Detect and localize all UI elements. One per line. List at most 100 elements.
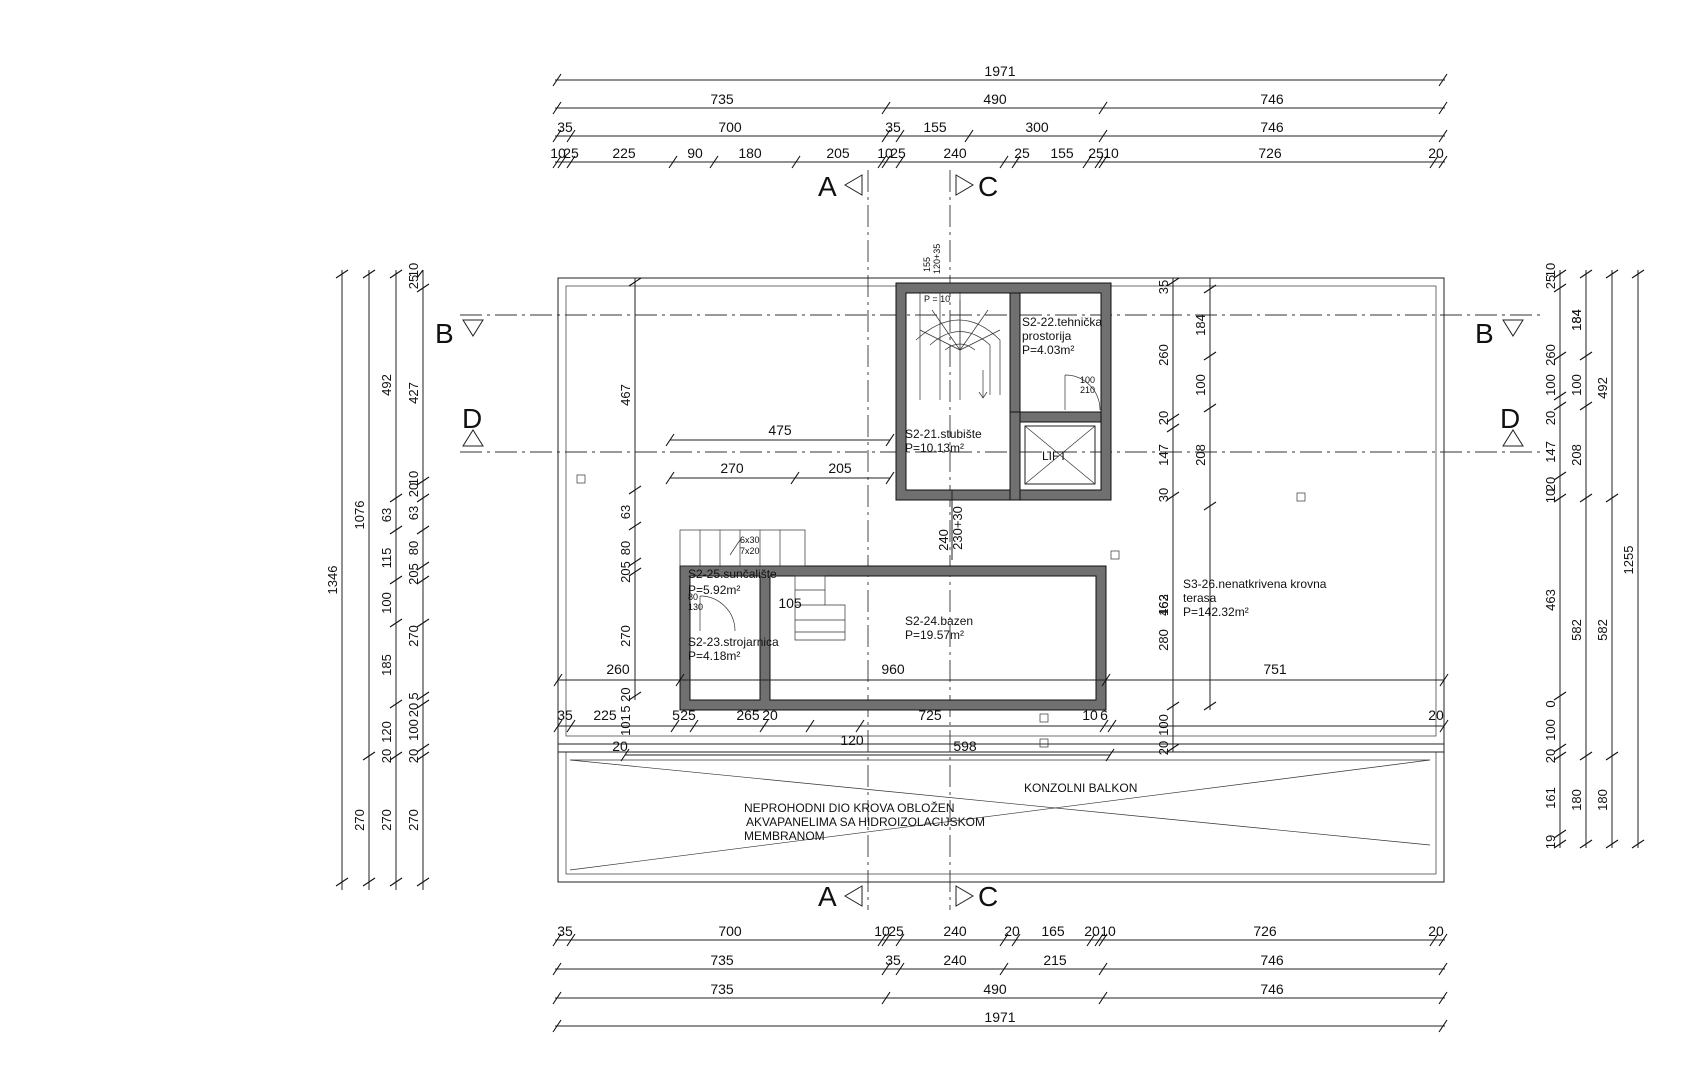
stair-label-2: 120+35	[932, 244, 942, 274]
dim-left-c3-1: 492	[379, 374, 394, 396]
dim-230-30: 230+30	[950, 506, 965, 550]
dim-bot-r1-2: 700	[718, 923, 742, 939]
note-roof-line-1: NEPROHODNI DIO KROVA OBLOŽEN	[744, 800, 954, 815]
dim-left-c4-5: 20	[406, 483, 421, 497]
top-dimension-chains: 1971 735 490 746 35 700 35 155 300 746 1…	[550, 63, 1448, 169]
dim-270b: 270	[618, 625, 633, 647]
dim-right-c1-4: 260	[1543, 344, 1558, 366]
dim-5-20: 5 20	[618, 687, 633, 712]
dim-left-c3-6: 120	[379, 721, 394, 743]
dim-top-r4-15: 20	[1428, 145, 1444, 161]
dim-r260: 260	[1156, 344, 1171, 366]
note-balcony: KONZOLNI BALKON	[1024, 781, 1137, 795]
dim-left-c4-4: 10	[406, 471, 421, 485]
dim-bot-r1-4: 25	[888, 923, 904, 939]
dim-right-c2-4: 582	[1569, 619, 1584, 641]
stair-core: 100 210 P = 10 155 120+35	[895, 244, 1112, 501]
dim-left-c4-3: 427	[406, 382, 421, 404]
section-d-right: D	[1500, 403, 1520, 434]
dim-top-r4-9: 240	[943, 145, 967, 161]
dim-bot-r2-1: 735	[710, 952, 734, 968]
dim-right-c1-3: 184	[1569, 309, 1584, 331]
dim-top-r4-7: 10	[877, 145, 893, 161]
dim-top-r3-5: 300	[1025, 119, 1049, 135]
pool-door-size: 80	[688, 592, 698, 602]
dim-b-6: 20	[762, 707, 778, 723]
dim-top-r4-12: 25	[1088, 145, 1104, 161]
dim-left-c4-11: 20	[406, 703, 421, 717]
dim-bot-r1-3: 10	[874, 923, 890, 939]
dim-r20b: 20	[1156, 741, 1171, 755]
room-sun-area: P=5.92m²	[688, 583, 740, 597]
dim-right-c1-15: 19	[1543, 835, 1558, 849]
dim-b-4: 25	[680, 707, 696, 723]
dim-left-c4-7: 80	[406, 541, 421, 555]
dim-b-11: 20	[1428, 707, 1444, 723]
dim-right-c2-5: 180	[1569, 789, 1584, 811]
dim-b-8: 725	[918, 707, 942, 723]
dim-right-c1-13: 20	[1543, 749, 1558, 763]
dim-b-10: 6	[1100, 707, 1108, 723]
dim-r35: 35	[1156, 280, 1171, 294]
dim-right-total: 1255	[1621, 546, 1636, 575]
dim-right-c3-2: 582	[1595, 619, 1610, 641]
dim-467: 467	[618, 384, 633, 406]
dim-left-c4-1: 25	[406, 275, 421, 289]
dim-r20: 20	[1156, 411, 1171, 425]
note-roof-line-2: AKVAPANELIMA SA HIDROIZOLACIJSKOM	[746, 815, 985, 829]
dim-bot-r1-7: 165	[1041, 923, 1065, 939]
section-c-bottom: C	[978, 881, 998, 912]
dim-105: 105	[778, 595, 802, 611]
room-tech-name: S2-22.tehnička	[1022, 315, 1102, 329]
dim-80: 80	[618, 541, 633, 555]
dim-r101: 101	[618, 714, 633, 736]
dim-bot-r2-5: 746	[1260, 952, 1284, 968]
dim-left-c3-5: 185	[379, 654, 394, 676]
dim-top-r4-11: 155	[1050, 145, 1074, 161]
dim-left-c3-4: 100	[379, 592, 394, 614]
room-labels: S2-21.stubište P=10.13m² S2-22.tehnička …	[688, 315, 1327, 663]
dim-top-r2-2: 490	[983, 91, 1007, 107]
dim-r162: 162	[1156, 594, 1171, 616]
dim-r100b: 100	[1156, 714, 1171, 736]
dim-right-c1-9: 20	[1543, 477, 1558, 491]
dim-right-c1-5: 100	[1543, 374, 1558, 396]
dim-bot-total: 1971	[984, 1009, 1015, 1025]
stair-label-1: 155	[922, 257, 932, 272]
dim-left-c3-2: 63	[379, 508, 394, 522]
dim-205b: 205	[618, 561, 633, 583]
dim-b-1: 35	[557, 707, 573, 723]
dim-right-c1-11: 0	[1543, 700, 1558, 707]
dim-r100: 100	[1193, 374, 1208, 396]
left-dimension-chains: 1346 1076 270 492 63 115 100 185 120 20 …	[325, 263, 430, 890]
dim-bot-r1-10: 726	[1253, 923, 1277, 939]
dim-top-r3-1: 35	[557, 119, 573, 135]
room-terrace-area: P=142.32m²	[1183, 605, 1249, 619]
dim-top-r3-6: 746	[1260, 119, 1284, 135]
section-axes	[460, 170, 1540, 910]
dim-b-2: 225	[593, 707, 617, 723]
section-b-left: B	[435, 318, 454, 349]
dim-left-c4-10: 5	[406, 692, 421, 699]
room-machine-area: P=4.18m²	[688, 649, 740, 663]
dim-b-5: 265	[736, 707, 760, 723]
note-roof-line-3: MEMBRANOM	[744, 829, 825, 843]
dim-left-c4-8: 205	[406, 563, 421, 585]
dim-top-r3-2: 700	[718, 119, 742, 135]
dim-475: 475	[768, 422, 792, 438]
room-stair-name: S2-21.stubište	[905, 427, 982, 441]
dim-r280: 280	[1156, 629, 1171, 651]
dim-left-c3-8: 270	[379, 809, 394, 831]
tech-door-height: 210	[1080, 385, 1095, 395]
section-a-bottom: A	[818, 881, 837, 912]
room-machine-name: S2-23.strojarnica	[688, 635, 779, 649]
dim-top-r4-6: 205	[826, 145, 850, 161]
room-terrace-name: S3-26.nenatkrivena krovna	[1183, 577, 1327, 591]
dim-left-c2-1: 1076	[352, 501, 367, 530]
dim-20: 20	[612, 738, 628, 754]
dim-bot-r2-3: 240	[943, 952, 967, 968]
dim-right-c2-1: 184	[1569, 309, 1584, 331]
dim-r463: 463	[1156, 594, 1171, 616]
dim-598: 598	[953, 738, 977, 754]
